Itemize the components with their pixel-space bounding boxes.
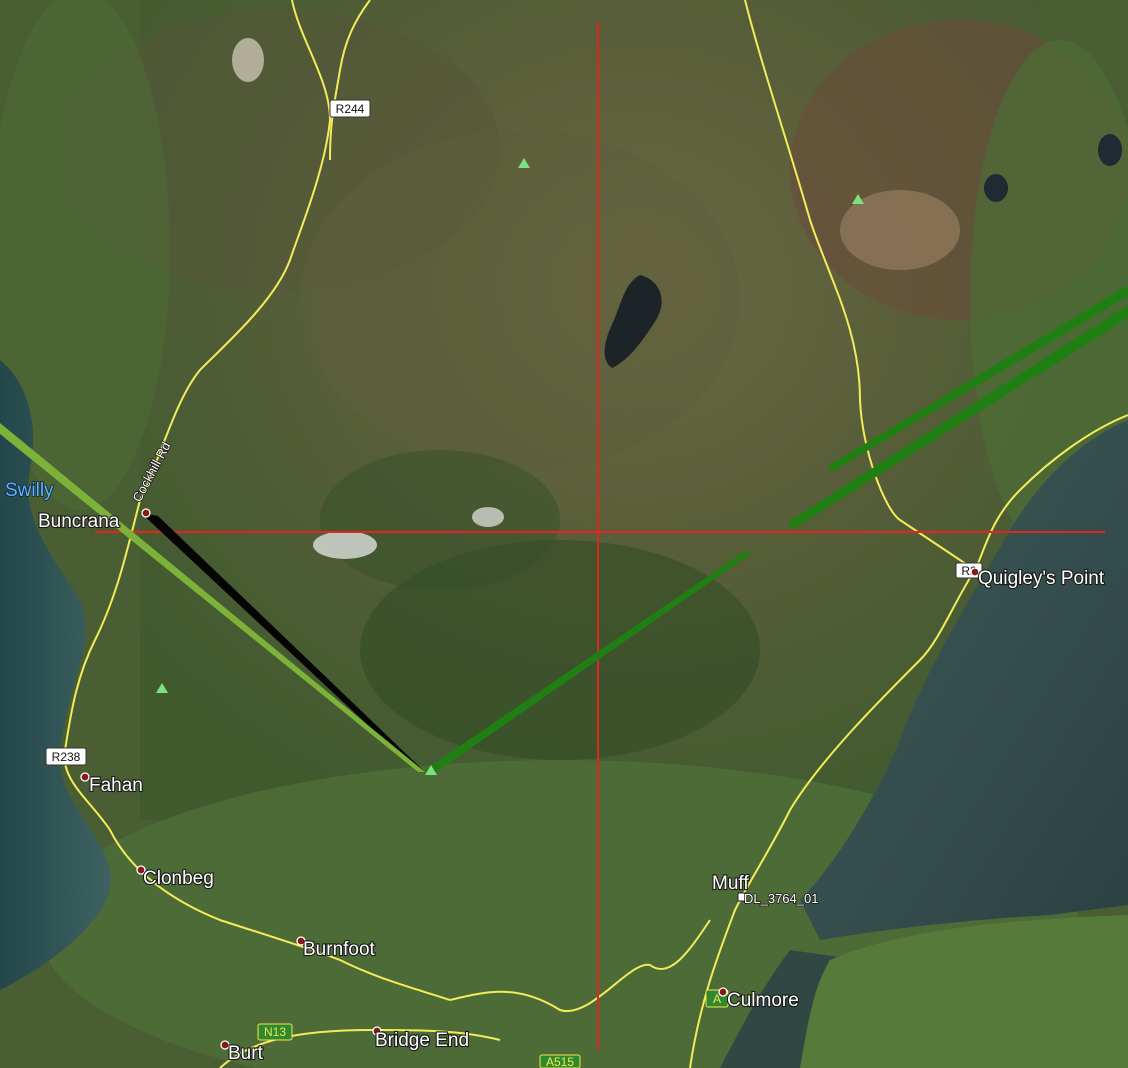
svg-text:R238: R238 xyxy=(52,750,81,764)
road-shield-r238[interactable]: R238 xyxy=(45,747,87,766)
snow-patch xyxy=(472,507,504,527)
svg-text:R244: R244 xyxy=(336,102,365,116)
snow-patch xyxy=(313,531,377,559)
light-green-line xyxy=(0,423,425,772)
label-burnfoot[interactable]: Burnfoot xyxy=(302,938,377,961)
label-fahan[interactable]: Fahan xyxy=(88,774,144,797)
label-burt[interactable]: Burt xyxy=(227,1042,265,1065)
small-lake xyxy=(984,174,1008,202)
svg-text:N13: N13 xyxy=(264,1025,286,1039)
label-buncrana[interactable]: Buncrana xyxy=(37,510,121,533)
dark-green-line-ne xyxy=(788,305,1128,530)
summit-marker-icon[interactable] xyxy=(518,158,530,168)
farmland xyxy=(970,40,1128,560)
small-lake xyxy=(1098,134,1122,166)
label-clonbeg[interactable]: Clonbeg xyxy=(142,867,215,890)
summit-marker-icon[interactable] xyxy=(156,683,168,693)
lough-foyle xyxy=(800,420,1128,940)
road-network xyxy=(63,0,1128,1068)
road-shield-a515[interactable]: A515 xyxy=(539,1054,581,1068)
mountain-lake xyxy=(604,275,662,368)
label-swilly: Swilly xyxy=(5,480,54,501)
label-culmore[interactable]: Culmore xyxy=(726,989,800,1012)
summit-marker-icon[interactable] xyxy=(852,194,864,204)
road-shield-r244[interactable]: R244 xyxy=(329,99,371,118)
farmland xyxy=(0,0,170,510)
lough-swilly xyxy=(0,360,112,990)
forest-block xyxy=(360,540,760,760)
dark-green-line-ne-2 xyxy=(828,285,1128,472)
label-quigleys-point[interactable]: Quigley's Point xyxy=(977,567,1106,590)
svg-text:A: A xyxy=(713,992,721,1006)
place-pins xyxy=(80,508,980,1050)
site-marker-icon[interactable] xyxy=(737,892,747,902)
forest-block xyxy=(320,450,560,590)
road-shield-n13[interactable]: N13 xyxy=(257,1023,293,1041)
bog-area xyxy=(300,130,740,470)
dark-green-line xyxy=(425,551,752,775)
farmland-coast xyxy=(800,915,1128,1068)
bare-ground xyxy=(840,190,960,270)
label-muff[interactable]: Muff xyxy=(711,872,751,895)
summit-marker-icon[interactable] xyxy=(425,765,437,775)
svg-text:A515: A515 xyxy=(546,1055,574,1068)
label-dl-site[interactable]: DL_3764_01 xyxy=(743,890,819,907)
cloud-patch xyxy=(232,38,264,82)
label-bridge-end[interactable]: Bridge End xyxy=(374,1029,470,1052)
black-wedge xyxy=(140,512,425,772)
